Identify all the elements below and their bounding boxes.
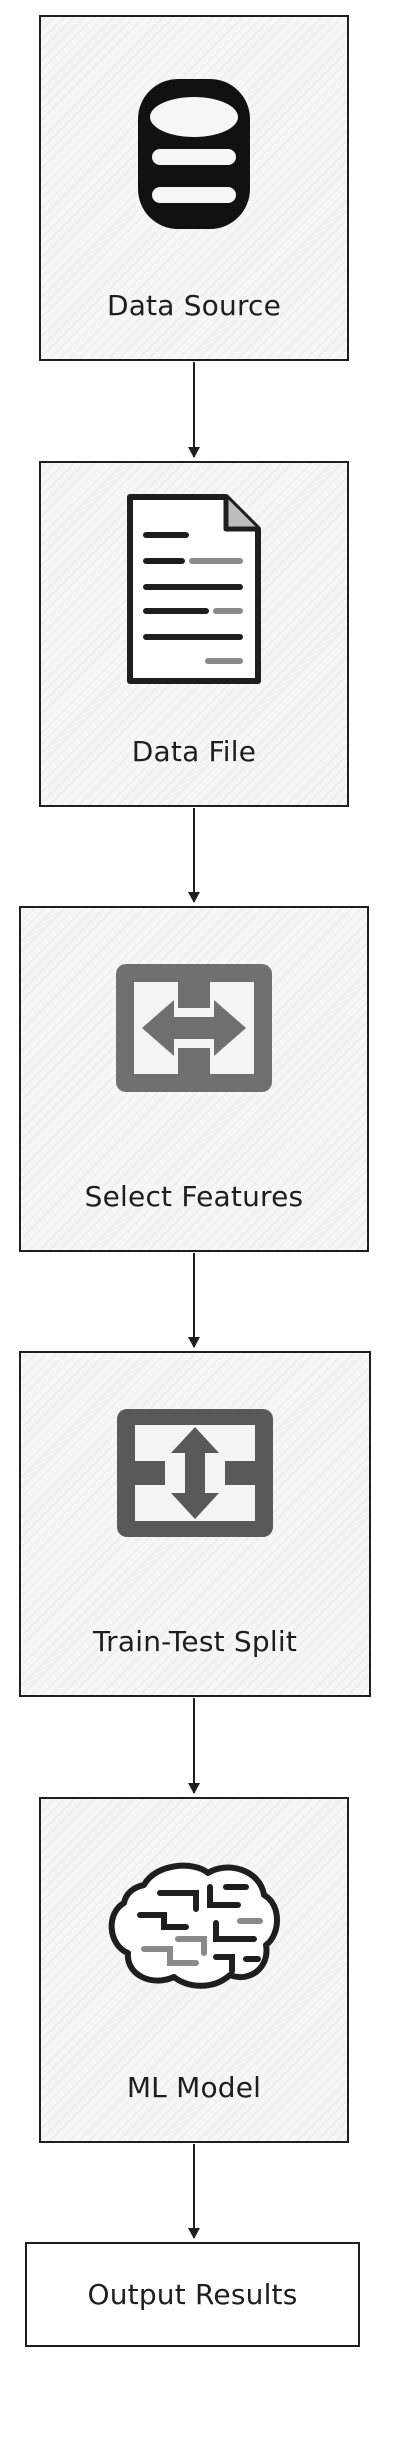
node-select-features[interactable]: Select Features <box>19 906 369 1252</box>
node-label: Data Source <box>106 289 282 322</box>
node-label: ML Model <box>126 2071 262 2104</box>
node-label: Output Results <box>87 2278 298 2311</box>
brain-icon <box>104 1853 284 1995</box>
node-ml-model[interactable]: ML Model <box>39 1797 349 2143</box>
node-label: Train-Test Split <box>92 1625 298 1658</box>
horizontal-arrows-icon <box>112 960 276 1096</box>
node-data-file[interactable]: Data File <box>39 461 349 807</box>
database-icon <box>132 69 256 239</box>
node-label: Select Features <box>84 1180 304 1213</box>
node-train-test-split[interactable]: Train-Test Split <box>19 1351 371 1697</box>
vertical-arrows-icon <box>113 1405 277 1541</box>
node-label: Data File <box>131 735 257 768</box>
document-icon <box>122 491 266 687</box>
node-data-source[interactable]: Data Source <box>39 15 349 361</box>
node-output-results[interactable]: Output Results <box>25 2242 360 2347</box>
